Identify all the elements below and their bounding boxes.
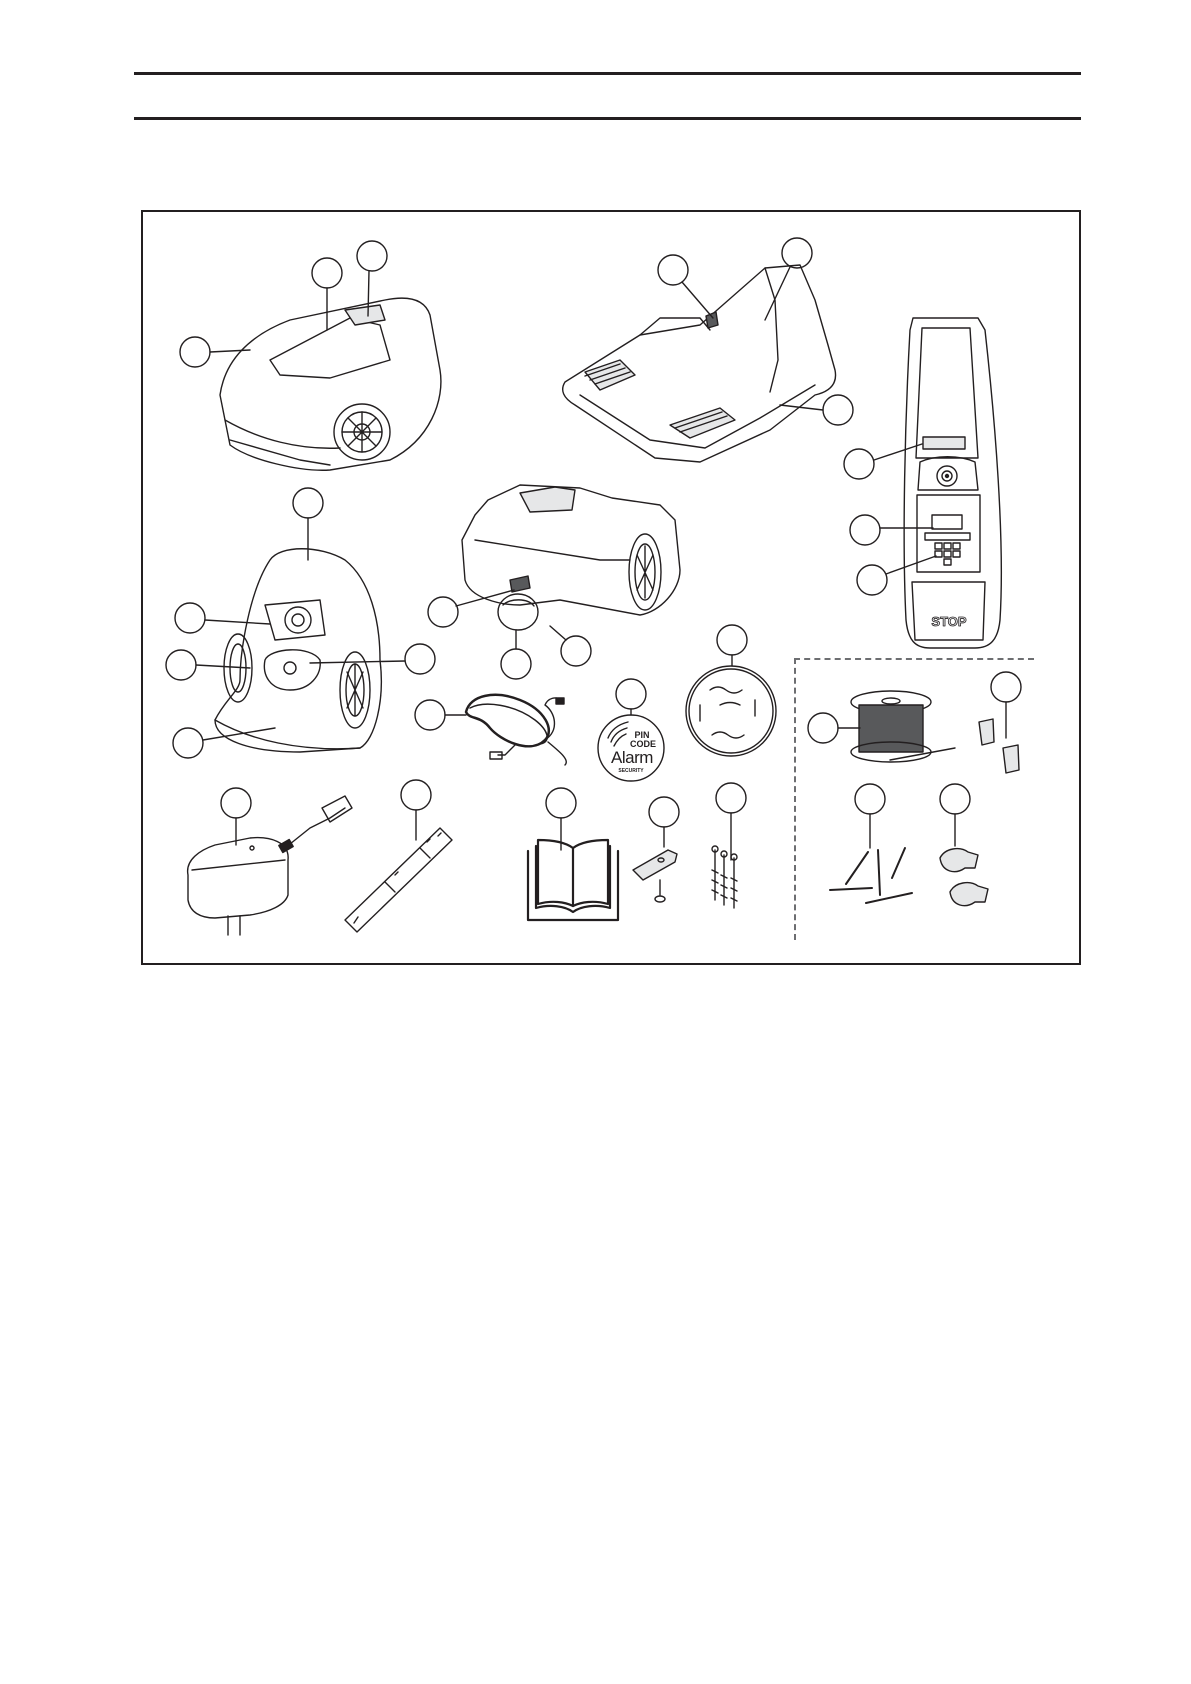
callout-circles-couplers	[939, 783, 971, 847]
callout-circles-sticker	[615, 678, 647, 716]
callout-circles-reel	[807, 712, 861, 744]
header-rule-top	[134, 72, 1081, 75]
callout-circles-screws	[715, 782, 747, 861]
callout-circles-gauge	[400, 779, 432, 841]
callout-circles-control-panel	[843, 443, 937, 596]
callout-circles-mower-underside	[165, 487, 436, 759]
callout-circles-manual	[545, 787, 577, 851]
sticker-security-label: SECURITY	[618, 768, 644, 774]
sticker-code-label: CODE	[630, 739, 657, 749]
measuring-gauge-icon	[344, 827, 453, 933]
callout-circles-blade	[648, 796, 680, 848]
callout-circles-mower-rear	[427, 589, 592, 680]
callout-circles-pegs	[854, 783, 886, 849]
callout-circles-power-supply	[220, 787, 252, 846]
stop-label: STOP	[931, 614, 966, 629]
mower-top-view-icon	[219, 297, 442, 471]
measure-template-disc-icon	[685, 665, 777, 757]
mower-underside-icon	[214, 548, 382, 753]
boundary-wire-reel-icon	[850, 690, 956, 763]
callout-circles-mower-top	[179, 240, 388, 368]
callout-circles-charging-station	[657, 237, 854, 426]
couplers-icon	[939, 847, 989, 907]
power-supply-icon	[186, 795, 353, 936]
sticker-alarm-label: Alarm	[611, 748, 653, 767]
sticker-pin-label: PIN	[634, 730, 650, 740]
blade-and-screw-icon	[632, 849, 678, 903]
station-screws-icon	[711, 845, 738, 909]
control-panel-hatch-icon	[903, 317, 1003, 649]
wire-pegs-icon	[829, 847, 913, 904]
callout-circles-disc	[716, 624, 748, 667]
callout-circles-connectors	[990, 671, 1022, 739]
low-voltage-cable-icon	[464, 693, 567, 766]
callout-circles-cable	[414, 699, 467, 731]
wire-connectors-icon	[978, 718, 1020, 774]
operator-manual-icon	[526, 838, 620, 922]
figure-frame	[141, 210, 1081, 965]
optional-accessories-dashed-box	[794, 658, 1034, 940]
header-rule-bottom	[134, 117, 1081, 120]
mower-rear-view-icon	[461, 484, 681, 631]
charging-station-icon	[562, 264, 837, 463]
